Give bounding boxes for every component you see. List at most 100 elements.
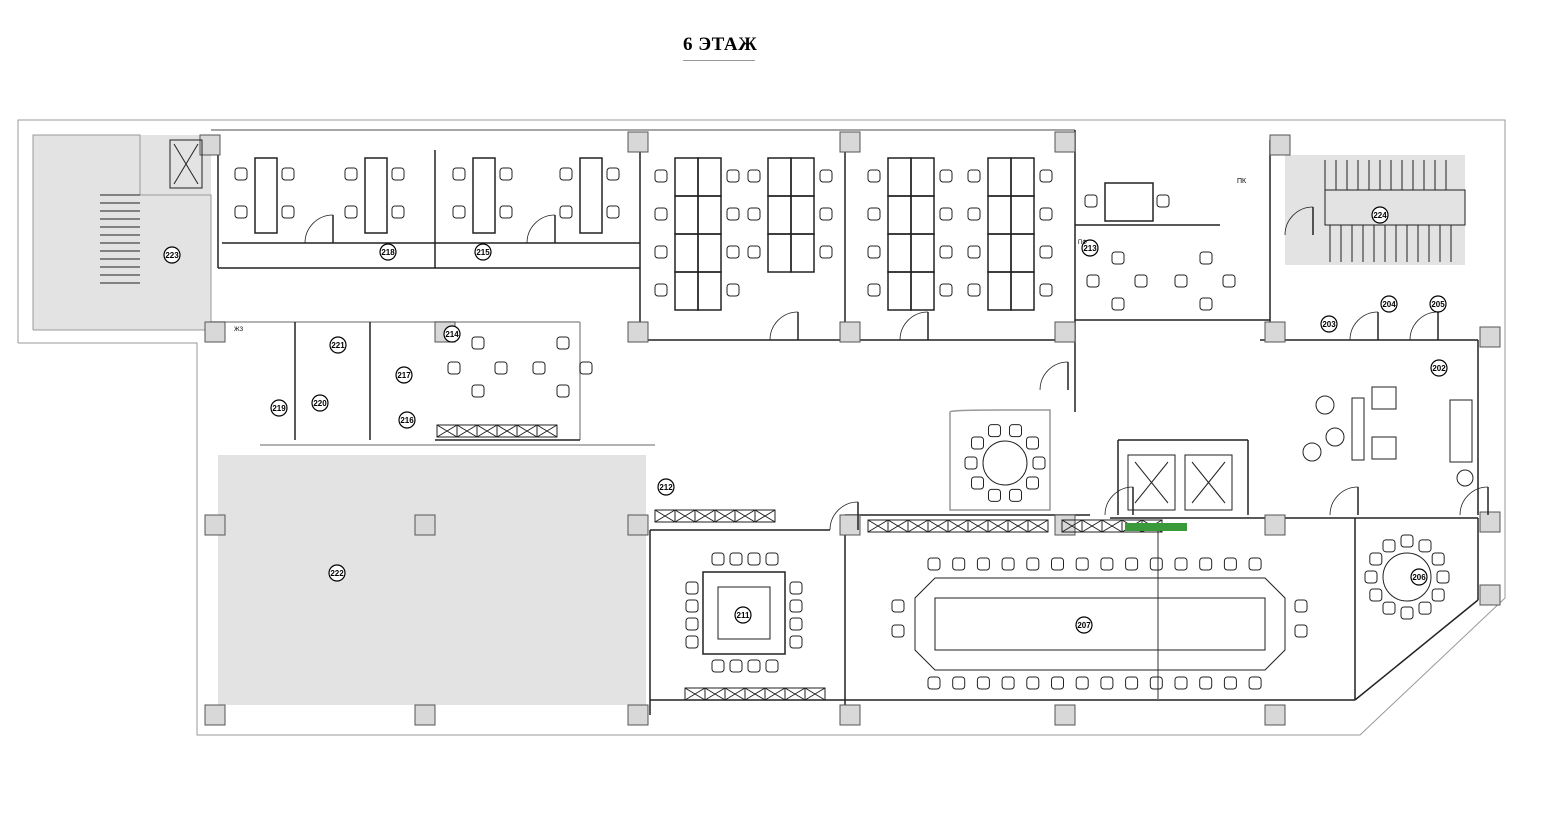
chair — [1026, 557, 1040, 571]
desk — [767, 157, 792, 197]
desk — [1104, 182, 1154, 222]
column — [839, 704, 861, 726]
desk — [887, 195, 912, 235]
column — [839, 131, 861, 153]
conference-table — [914, 577, 1286, 671]
room-number: 224 — [1373, 211, 1387, 220]
desk — [364, 157, 388, 234]
column — [204, 321, 226, 343]
chair — [819, 207, 833, 221]
room-label-212: 212 — [657, 478, 675, 496]
chair — [819, 245, 833, 259]
chair — [281, 205, 295, 219]
label-pk: ПК — [1237, 178, 1247, 185]
room-number: 213 — [1083, 244, 1097, 253]
armchair — [1371, 386, 1397, 410]
chair — [1086, 274, 1100, 288]
desk — [767, 195, 792, 235]
chair — [685, 617, 699, 631]
desk — [887, 271, 912, 311]
desk — [1010, 271, 1035, 311]
chair — [1199, 297, 1213, 311]
column — [1479, 511, 1501, 533]
column — [627, 321, 649, 343]
chair — [711, 659, 725, 673]
label-pf: ПФ — [1078, 240, 1087, 246]
chair — [654, 207, 668, 221]
chair — [499, 205, 513, 219]
chair — [970, 436, 984, 450]
chair — [976, 676, 990, 690]
column — [414, 514, 436, 536]
room-label-220: 220 — [311, 394, 329, 412]
desk — [910, 271, 935, 311]
room-label-211: 211 — [734, 606, 752, 624]
side-table — [1302, 442, 1322, 462]
chair — [987, 488, 1001, 502]
room-number: 214 — [445, 330, 459, 339]
chair — [1075, 676, 1089, 690]
side-table — [1325, 427, 1345, 447]
room-number: 218 — [381, 248, 395, 257]
chair — [939, 245, 953, 259]
chair — [726, 245, 740, 259]
room-label-219: 219 — [270, 399, 288, 417]
desk — [674, 157, 699, 197]
chair — [1156, 194, 1170, 208]
chair — [1026, 476, 1040, 490]
room-number: 223 — [165, 251, 179, 260]
room-number: 211 — [737, 611, 750, 620]
chair — [1051, 676, 1064, 690]
chair — [606, 167, 620, 181]
room-number: 207 — [1077, 621, 1091, 630]
column — [1269, 134, 1291, 156]
room-label-223: 223 — [163, 246, 181, 264]
room-label-217: 217 — [395, 366, 413, 384]
chair — [452, 205, 466, 219]
elevator-left — [1127, 454, 1176, 511]
column — [627, 131, 649, 153]
desk — [790, 157, 815, 197]
column — [204, 514, 226, 536]
desk — [790, 195, 815, 235]
chair — [891, 624, 905, 638]
room-number: 216 — [400, 416, 414, 425]
chair — [532, 361, 546, 375]
chair — [867, 169, 881, 183]
cabinet — [1027, 519, 1049, 533]
chair — [726, 169, 740, 183]
chair — [559, 205, 573, 219]
chair — [1039, 245, 1053, 259]
column — [1264, 704, 1286, 726]
chair — [952, 676, 966, 690]
desk — [987, 157, 1012, 197]
chair — [729, 659, 743, 673]
cabinet — [754, 509, 776, 523]
chair — [452, 167, 466, 181]
room-number: 222 — [330, 569, 344, 578]
chair — [1199, 676, 1213, 690]
chair — [654, 245, 668, 259]
chair — [1149, 676, 1163, 690]
label-zh: ЖЗ — [234, 327, 243, 333]
column — [199, 134, 221, 156]
cabinet — [804, 687, 826, 701]
chair — [1075, 557, 1089, 571]
chair — [964, 456, 978, 470]
chair — [711, 552, 725, 566]
coffee-table — [1351, 397, 1365, 461]
chair — [952, 557, 966, 571]
chair — [1382, 601, 1396, 615]
room-label-204: 204 — [1380, 295, 1398, 313]
chair — [939, 283, 953, 297]
column — [1054, 321, 1076, 343]
armchair — [1371, 436, 1397, 460]
chair — [1026, 676, 1040, 690]
chair — [1125, 676, 1139, 690]
elevators — [169, 139, 1233, 531]
column — [1479, 326, 1501, 348]
room-number: 212 — [659, 483, 673, 492]
chair — [1032, 456, 1046, 470]
